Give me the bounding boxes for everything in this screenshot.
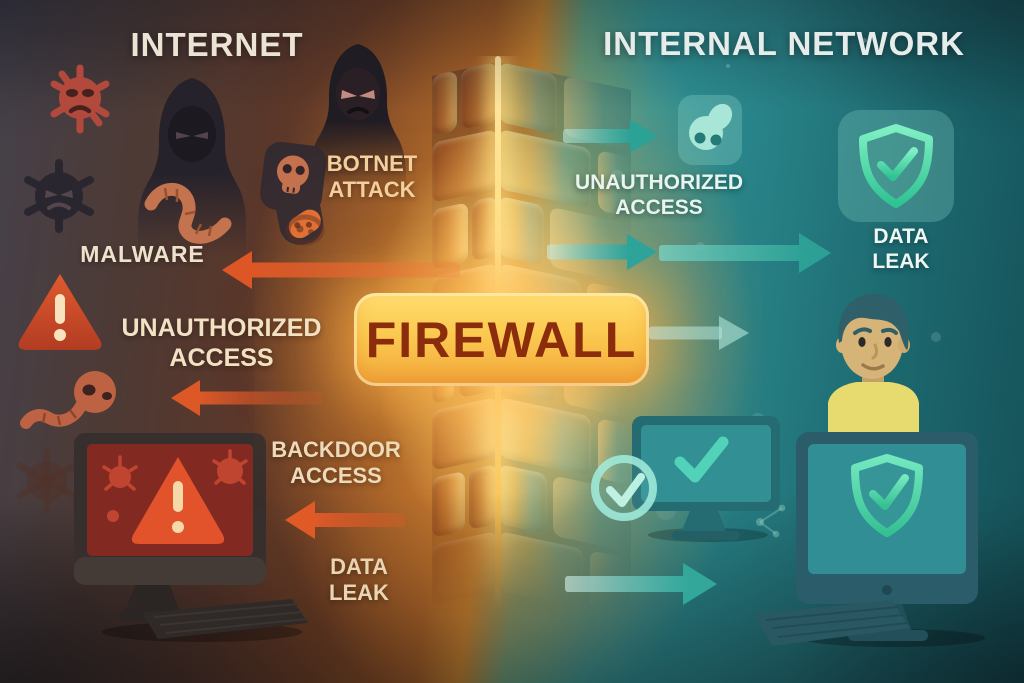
hacker-icon	[310, 44, 406, 188]
arrow-shaft	[659, 245, 804, 261]
arrow-head	[719, 316, 749, 350]
safe-traffic-arrow	[563, 115, 658, 157]
shield-check-icon	[838, 110, 954, 222]
molecule-decoration	[756, 504, 786, 538]
arrow-head	[285, 501, 315, 539]
bokeh-dot	[931, 332, 941, 342]
malware-label: MALWARE	[80, 241, 205, 267]
arrow-shaft	[312, 513, 405, 527]
safe-traffic-arrow	[659, 231, 831, 275]
internal-network-title: INTERNAL NETWORK	[603, 25, 965, 62]
internet-title: INTERNET	[130, 26, 304, 63]
arrow-shaft	[547, 244, 630, 260]
arrow-shaft	[649, 326, 722, 340]
arrow-head	[171, 379, 200, 416]
safe-traffic-arrow	[565, 561, 717, 607]
monitor-check-icon	[632, 416, 780, 542]
unauthorized-access-blocked-arrow	[171, 379, 323, 416]
backdoor-access-blocked-arrow	[285, 501, 405, 539]
arrow-shaft	[249, 262, 460, 278]
infected-monitor-icon	[74, 433, 308, 642]
arrow-shaft	[198, 391, 323, 404]
monitor-shield-icon	[796, 432, 985, 647]
safe-traffic-arrow	[649, 312, 749, 354]
safe-traffic-arrow	[547, 231, 657, 273]
botnet-attack-label: BOTNET ATTACK	[326, 151, 418, 202]
hacker-icon	[138, 78, 246, 255]
worm-icon	[144, 182, 232, 244]
malware-blocked-arrow	[222, 251, 460, 289]
check-circle-icon	[591, 455, 657, 521]
arrow-head	[627, 234, 657, 270]
unauthorized-access-label: UNAUTHORIZED ACCESS	[121, 314, 322, 372]
keyboard-icon	[754, 600, 910, 646]
bokeh-dot	[726, 64, 730, 68]
backdoor-access-label: BACKDOOR ACCESS	[271, 437, 401, 488]
unauthorized-access-filtered-label: UNAUTHORIZED ACCESS	[575, 171, 743, 219]
bokeh-dot	[611, 170, 624, 183]
virus-silhouette-icon	[24, 159, 94, 233]
virus-icon	[50, 64, 110, 134]
arrow-head	[222, 251, 252, 289]
worm-icon	[20, 371, 116, 429]
faint-bug-icon	[285, 214, 325, 246]
virus-silhouette-icon	[16, 448, 78, 514]
data-leak-label: DATA LEAK	[329, 554, 389, 605]
data-leak-filtered-label: DATA LEAK	[872, 225, 930, 273]
firewall-banner: FIREWALL	[354, 293, 649, 386]
firewall-label: FIREWALL	[365, 311, 638, 368]
bug-icon	[678, 95, 742, 165]
user-icon	[828, 293, 919, 435]
arrow-shaft	[565, 576, 690, 592]
arrow-head	[799, 233, 831, 273]
arrow-shaft	[563, 129, 631, 143]
bokeh-dot	[862, 38, 867, 43]
arrow-head	[630, 119, 658, 153]
warning-triangle-icon	[18, 274, 102, 350]
